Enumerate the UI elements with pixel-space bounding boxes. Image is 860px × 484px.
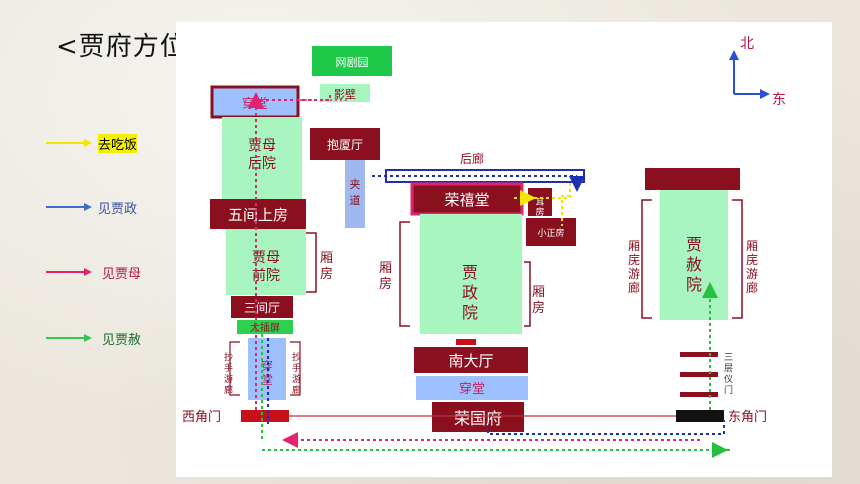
compass-north: 北 xyxy=(740,36,754,52)
rongguofu-block xyxy=(432,402,524,432)
xiangfang-left-bracket xyxy=(306,232,317,293)
shoushou-youlang-r-label: 抄手游廊 xyxy=(292,351,301,396)
erfang-label: 耳房 xyxy=(535,197,544,218)
chuantang-bottom-label: 穿堂 xyxy=(459,381,485,397)
rongxitang-label: 荣禧堂 xyxy=(444,191,489,209)
legend-label: 见贾赦 xyxy=(102,333,142,348)
jiamu-houyuan-block xyxy=(222,117,302,199)
xiangfang-youlang-l-label: 厢庑游廊 xyxy=(628,239,640,295)
compass-east: 东 xyxy=(772,92,786,108)
route-yellow-3 xyxy=(561,195,570,226)
xiangfang-c1-bracket xyxy=(399,221,410,327)
legend-label: 见贾母 xyxy=(102,267,142,282)
xiangfang-c1-label: 厢房 xyxy=(379,261,392,292)
route-yellow-1 xyxy=(522,182,571,199)
rongguofu-label: 荣国府 xyxy=(454,409,502,428)
nandating-label: 南大厅 xyxy=(448,352,493,370)
baoxiating-block xyxy=(310,128,380,160)
youlang-e-left-bracket xyxy=(641,199,652,319)
central-compound: 后廊 荣禧堂 耳房 小正房 厢房 贾政院 厢房 南大厅 穿堂 荣国府 xyxy=(379,151,585,432)
east-compound: 厢庑游廊 贾赦院 厢庑游廊 三层仪门 东角门 xyxy=(628,168,767,425)
yingbi-label: 影壁 xyxy=(334,87,356,101)
legend-label: 去吃饭 xyxy=(98,134,138,153)
route-blue-bottom xyxy=(487,420,725,435)
wujian-shangfang-label: 五间上房 xyxy=(228,206,288,224)
jiashe-yuan-block xyxy=(660,190,728,320)
xiaozhengfang-block xyxy=(526,218,576,246)
youlang-e-right-bracket xyxy=(732,199,743,319)
sanjian-ting-block xyxy=(231,296,293,318)
baoxiating-label: 抱厦厅 xyxy=(327,137,363,152)
houlang-label: 后廊 xyxy=(460,151,484,166)
jiadao-label: 夹道 xyxy=(350,178,361,207)
xijiaomen-block xyxy=(241,410,289,422)
sanceng-yimen-label: 三层仪门 xyxy=(724,353,733,396)
wujian-shangfang-block xyxy=(210,199,306,229)
xiangfang-youlang-r-label: 厢庑游廊 xyxy=(746,239,758,295)
legend-arrow-yellow xyxy=(46,139,92,147)
yingbi-block xyxy=(320,84,370,102)
legend-arrow-blue xyxy=(46,203,92,211)
west-compound: 网剧园 影壁 穿堂 抱厦厅 夹道 贾母后院 五间上房 贾母前院 厢房 三间厅 大… xyxy=(182,46,392,425)
legend-arrow-green xyxy=(46,334,92,342)
gate-marker-1 xyxy=(456,339,476,345)
nandating-block xyxy=(414,347,528,373)
xiju-block xyxy=(312,46,392,76)
xijiaomen-label: 西角门 xyxy=(182,410,221,425)
jiashe-roof-block xyxy=(645,168,740,190)
xiaozhengfang-label: 小正房 xyxy=(537,227,564,239)
jiamu-qianyuan-label: 贾母前院 xyxy=(252,250,280,284)
xiju-label: 网剧园 xyxy=(336,56,369,69)
youlang-left-bracket xyxy=(229,341,240,396)
yimen-bar-2 xyxy=(680,372,718,377)
jiashe-yuan-label: 贾赦院 xyxy=(686,235,702,294)
compass: 北 东 xyxy=(729,36,786,108)
yimen-bar-1 xyxy=(680,352,718,357)
dachaping-label: 大插屏 xyxy=(250,321,280,334)
route-paths xyxy=(248,92,730,458)
dachaping-block xyxy=(237,320,293,334)
dongjiaomen-label: 东角门 xyxy=(728,410,767,425)
xiangfang-left-label: 厢房 xyxy=(320,251,333,282)
shoushou-youlang-l-label: 抄手游廊 xyxy=(224,351,233,396)
xiangfang-c2-bracket xyxy=(524,261,531,327)
sanjian-ting-label: 三间厅 xyxy=(244,301,280,315)
legend-label: 见贾政 xyxy=(98,202,138,217)
dongjiaomen-block xyxy=(676,410,724,422)
youlang-right-bracket xyxy=(290,341,301,396)
xiangfang-c2-label: 厢房 xyxy=(532,285,545,316)
yimen-bar-3 xyxy=(680,392,718,397)
jiazheng-yuan-block xyxy=(420,214,522,334)
chuantang-bottom-block xyxy=(416,376,528,400)
jiadao-block xyxy=(345,160,365,228)
legend-arrow-pink xyxy=(46,268,92,276)
jiazheng-yuan-label: 贾政院 xyxy=(462,263,478,322)
jiamu-qianyuan-block xyxy=(226,229,306,295)
